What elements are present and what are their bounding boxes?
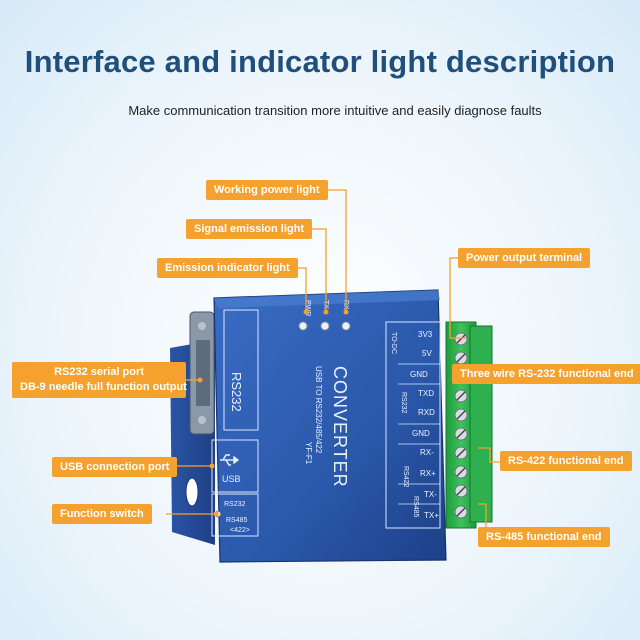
label-rs232-serial-port-line2: DB-9 needle full function output — [20, 381, 187, 393]
converter-subtitle: USB TO RS232/485/422 — [314, 366, 323, 454]
term-txm-label: TX- — [424, 490, 437, 499]
led-pwr — [298, 321, 308, 331]
term-rxm-label: RX- — [420, 448, 434, 457]
term-rs232-label: RS232 — [400, 392, 407, 414]
page-subtitle: Make communication transition more intui… — [128, 103, 542, 118]
rs232-panel-box — [223, 309, 259, 431]
led-rx — [341, 321, 351, 331]
switch-panel-box — [211, 493, 259, 537]
term-gnd1-label: GND — [410, 370, 428, 379]
term-5v-label: 5V — [422, 349, 432, 358]
label-rs232-serial-port-line1: RS232 serial port — [54, 366, 144, 378]
term-rs485-label: RS485 — [412, 496, 419, 518]
converter-model-code: YF-F1 — [304, 442, 313, 465]
label-function-switch: Function switch — [52, 504, 152, 524]
converter-name: CONVERTER — [330, 366, 350, 488]
terminal-panel-box — [385, 321, 441, 529]
usb-label: USB — [222, 474, 241, 484]
rs232-port-label: RS232 — [229, 372, 244, 412]
label-rs485-functional-end: RS-485 functional end — [478, 527, 610, 547]
term-rs422-label: RS422 — [402, 466, 409, 488]
term-rxd-label: RXD — [418, 408, 435, 417]
term-txd-label: TXD — [418, 389, 434, 398]
leader-lines — [166, 189, 502, 537]
term-gnd2-label: GND — [412, 429, 430, 438]
label-signal-emission-light: Signal emission light — [186, 219, 313, 239]
label-usb-connection-port: USB connection port — [52, 457, 178, 477]
term-txp-label: TX+ — [424, 511, 439, 520]
label-power-output-terminal: Power output terminal — [458, 248, 591, 268]
label-rs232-serial-port: RS232 serial port DB-9 needle full funct… — [12, 362, 187, 398]
page-title: Interface and indicator light descriptio… — [24, 44, 616, 79]
term-tocc-label: TO-DC — [390, 332, 397, 354]
led-tx — [320, 321, 330, 331]
mounting-hole — [185, 477, 199, 507]
switch-rs232-label: RS232 — [224, 501, 246, 508]
label-emission-indicator-light: Emission indicator light — [157, 258, 298, 278]
term-3v3-label: 3V3 — [418, 330, 433, 339]
term-rxp-label: RX+ — [420, 469, 436, 478]
label-working-power-light: Working power light — [206, 180, 328, 200]
led-pwr-label: PWR — [304, 300, 311, 316]
label-rs422-functional-end: RS-422 functional end — [500, 451, 632, 471]
device-body — [213, 289, 447, 563]
usb-icon — [220, 454, 240, 466]
label-three-wire-rs232: Three wire RS-232 functional end — [452, 364, 640, 384]
switch-rs422-label: <422> — [230, 527, 250, 534]
switch-rs485-label: RS485 — [226, 517, 248, 524]
